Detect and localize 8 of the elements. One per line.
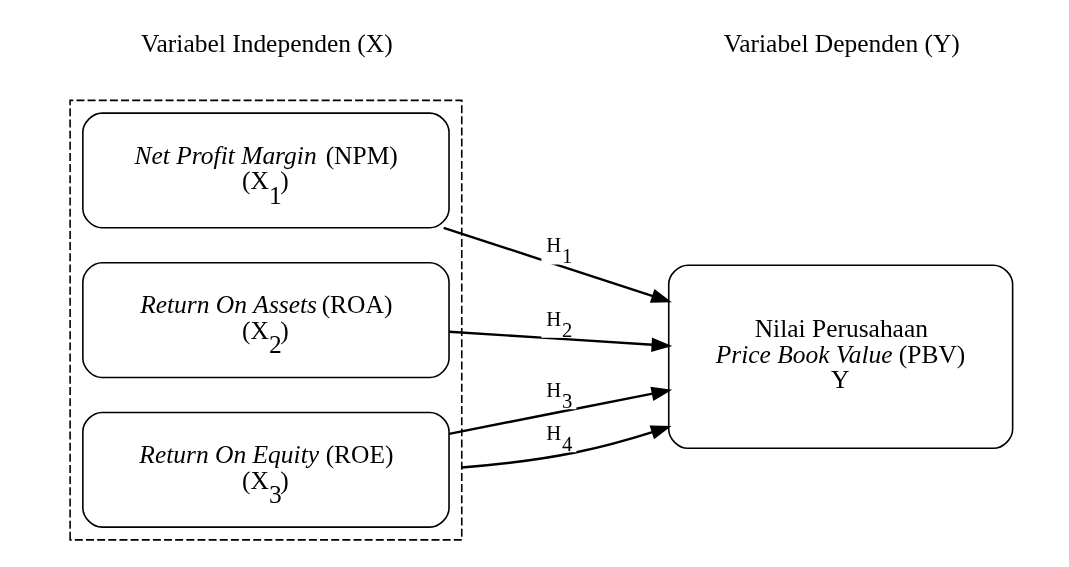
label: Variabel Dependen (Y) [723, 29, 960, 59]
cluster [68, 99, 463, 541]
arrow [448, 330, 672, 352]
arrow [448, 386, 672, 436]
arrow [461, 425, 671, 469]
node-box: Nilai Perusahaan Price Book Value (PBV) Y [667, 264, 1013, 450]
label: Variabel Independen (X) [140, 29, 393, 59]
arrow [442, 226, 672, 303]
